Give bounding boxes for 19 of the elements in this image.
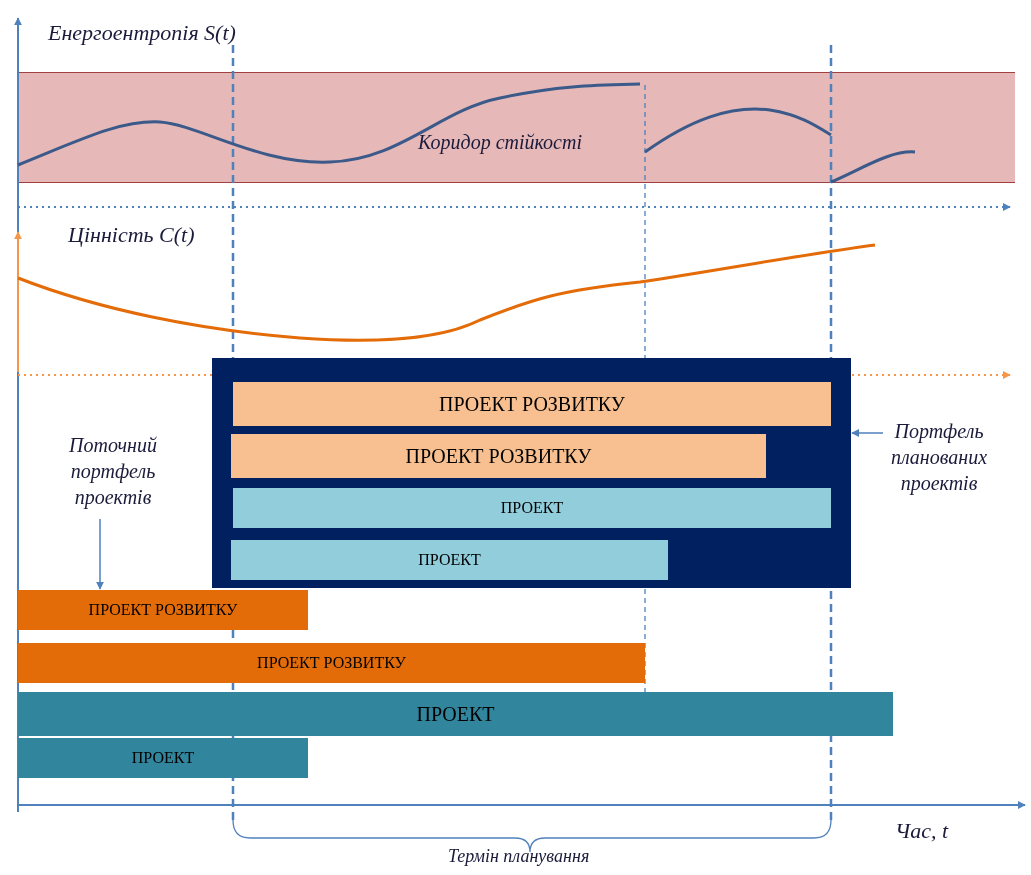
portfolio-panel (212, 358, 851, 588)
project-bar: ПРОЕКТ РОЗВИТКУ (18, 643, 645, 683)
axis-label: Час, t (895, 818, 949, 844)
arrow (96, 518, 104, 590)
project-bar: ПРОЕКТ РОЗВИТКУ (231, 434, 766, 478)
caption: Термін планування (448, 846, 590, 867)
portfolio-label: Поточний портфель проектів (48, 432, 178, 518)
corridor-band (18, 72, 1015, 183)
portfolio-label: Портфель планованих проектів (884, 418, 994, 504)
band-label: Коридор стійкості (418, 130, 582, 155)
project-bar: ПРОЕКТ (18, 692, 893, 736)
project-bar: ПРОЕКТ (18, 738, 308, 778)
project-bar: ПРОЕКТ РОЗВИТКУ (233, 382, 831, 426)
project-bar: ПРОЕКТ РОЗВИТКУ (18, 590, 308, 630)
project-bar: ПРОЕКТ (233, 488, 831, 528)
project-bar: ПРОЕКТ (231, 540, 668, 580)
arrow (851, 429, 884, 437)
axis-label: Цінність C(t) (68, 222, 195, 248)
axis-label: Енергоентропія S(t) (48, 20, 236, 46)
